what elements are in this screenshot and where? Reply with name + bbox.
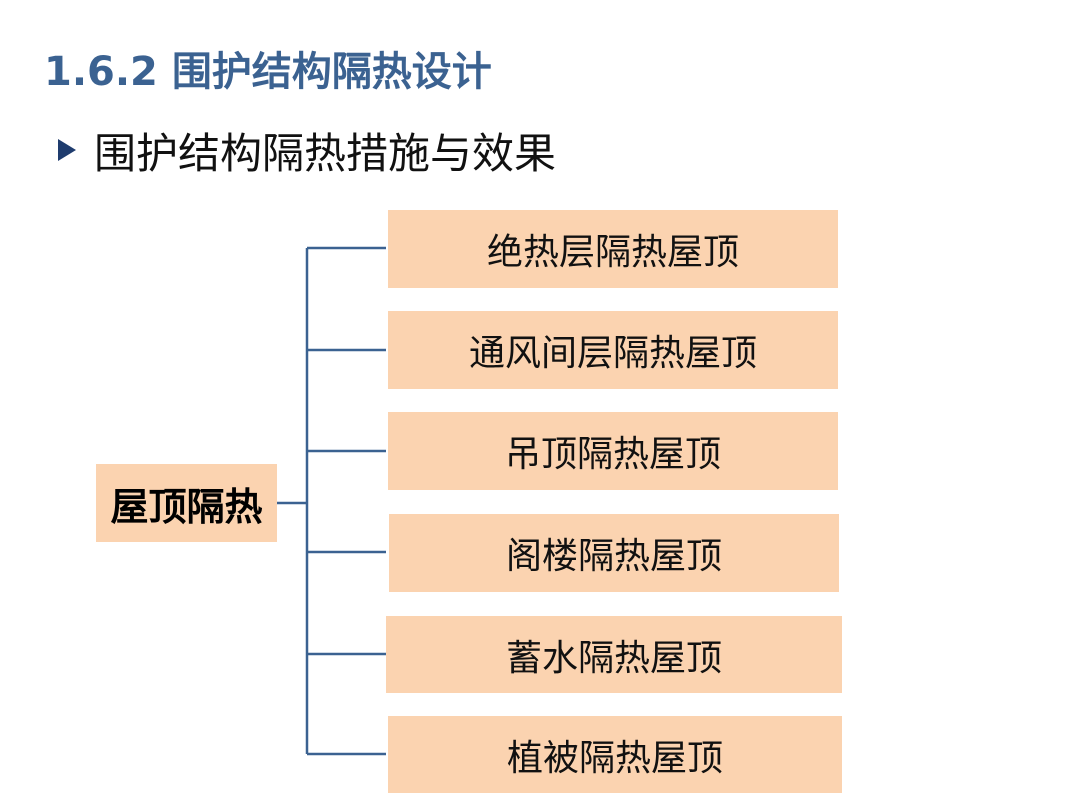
branch-node-insulation-roof: 绝热层隔热屋顶: [388, 210, 838, 288]
slide-title: 1.6.2 围护结构隔热设计: [44, 49, 492, 95]
branch-node-water-roof: 蓄水隔热屋顶: [386, 616, 842, 693]
branch-node-attic-roof: 阁楼隔热屋顶: [389, 514, 839, 592]
subtitle-row: 围护结构隔热措施与效果: [58, 118, 556, 182]
branch-node-ventilated-roof: 通风间层隔热屋顶: [388, 311, 838, 389]
branch-node-green-roof: 植被隔热屋顶: [388, 716, 842, 793]
slide-subtitle: 围护结构隔热措施与效果: [94, 128, 557, 178]
root-node: 屋顶隔热: [96, 464, 277, 542]
branch-node-ceiling-roof: 吊顶隔热屋顶: [388, 412, 838, 490]
arrow-bullet-icon: [58, 139, 76, 161]
